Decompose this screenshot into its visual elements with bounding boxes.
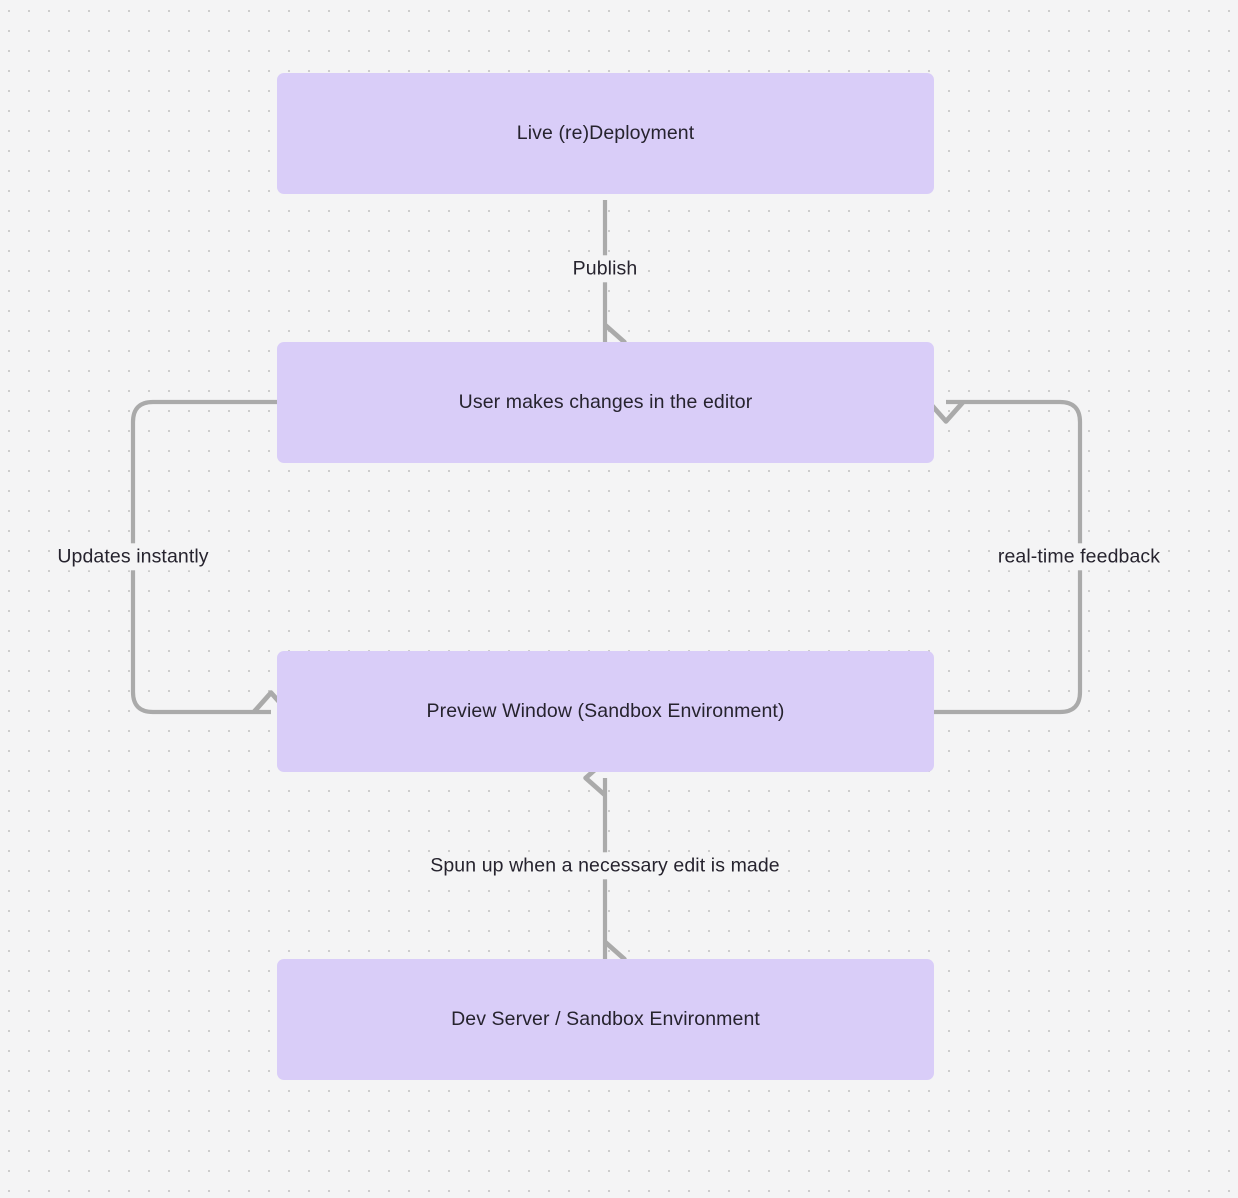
node-dev-server[interactable]: Dev Server / Sandbox Environment — [277, 959, 934, 1080]
node-label: Live (re)Deployment — [516, 122, 695, 145]
node-user-edits[interactable]: User makes changes in the editor — [277, 342, 934, 463]
node-live-deployment[interactable]: Live (re)Deployment — [277, 73, 934, 194]
node-label: User makes changes in the editor — [458, 391, 753, 414]
node-label: Preview Window (Sandbox Environment) — [426, 700, 785, 723]
edge-label-publish: Publish — [565, 255, 645, 283]
node-preview-window[interactable]: Preview Window (Sandbox Environment) — [277, 651, 934, 772]
node-label: Dev Server / Sandbox Environment — [451, 1008, 760, 1031]
edge-label-updates-instantly: Updates instantly — [50, 543, 216, 571]
edge-label-spun-up: Spun up when a necessary edit is made — [423, 852, 787, 880]
edge-label-real-time-feedback: real-time feedback — [990, 543, 1168, 571]
